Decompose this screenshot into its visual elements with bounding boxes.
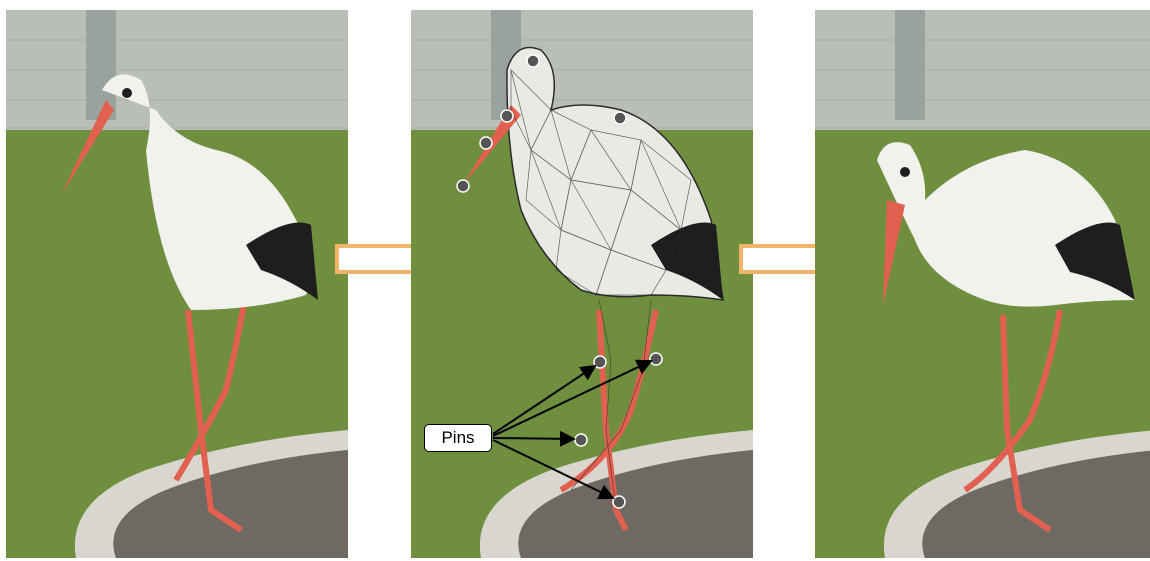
stork-photo-original — [6, 10, 348, 558]
mesh-with-pins-panel — [411, 10, 753, 558]
stork-photo-mesh — [411, 10, 753, 558]
stork-photo-warped — [815, 10, 1150, 558]
original-photo-panel — [6, 10, 348, 558]
warped-result-panel — [815, 10, 1150, 558]
pins-callout-label: Pins — [424, 424, 492, 452]
